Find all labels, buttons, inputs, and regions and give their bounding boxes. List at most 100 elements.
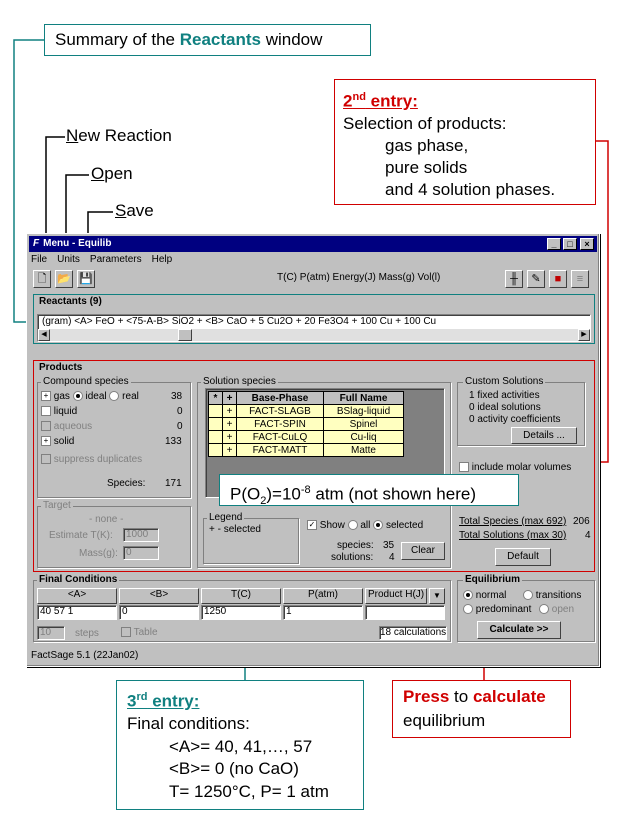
third-entry-line-1: <A>= 40, 41,…, 57 (169, 736, 313, 756)
menu-bar: File Units Parameters Help (31, 254, 182, 268)
new-reaction-icon[interactable]: 🗋 (33, 270, 51, 288)
third-entry-line-3: T= 1250°C, P= 1 atm (169, 781, 329, 801)
reactants-text: (gram) <A> FeO + <75-A-B> SiO2 + <B> CaO… (42, 316, 437, 327)
default-button[interactable]: Default (495, 548, 551, 566)
normal-radio[interactable] (463, 590, 473, 601)
maximize-icon[interactable]: □ (563, 238, 577, 250)
press-line2: equilibrium (403, 711, 486, 730)
save-icon[interactable]: 💾 (77, 270, 95, 288)
menu-units[interactable]: Units (57, 254, 80, 265)
open-icon[interactable]: 📂 (55, 270, 73, 288)
total-species-label: Total Species (max 692) (459, 516, 567, 527)
estimate-input: 1000 (123, 528, 159, 542)
legend-label: Legend (207, 512, 245, 523)
species-count: 171 (165, 478, 182, 489)
save-underline: S (115, 201, 127, 220)
col-product-h[interactable]: Product H(J) (365, 588, 427, 604)
reactants-group (33, 294, 595, 344)
products-label: Products (37, 362, 85, 373)
summary-highlight: Reactants (179, 30, 261, 49)
app-icon: F (33, 238, 40, 249)
solution-solutions-label: solutions: (331, 552, 374, 563)
edit-icon[interactable]: ✎ (527, 270, 545, 288)
show-selected-radio[interactable] (373, 520, 384, 531)
press-calculate-word: calculate (472, 687, 546, 706)
second-entry-line-3: and 4 solution phases. (385, 179, 556, 199)
menu-file[interactable]: File (31, 254, 48, 265)
b-input[interactable]: 0 (119, 605, 199, 620)
col-p: P(atm) (283, 588, 363, 604)
custom-line-0: 1 fixed activities (469, 390, 540, 401)
predominant-radio[interactable] (463, 604, 473, 615)
transitions-radio[interactable] (523, 590, 533, 601)
liquid-checkbox[interactable] (41, 406, 51, 417)
total-solutions-value: 4 (585, 530, 591, 541)
ideal-radio[interactable] (72, 391, 83, 402)
save-rest: ave (126, 201, 154, 220)
aqueous-count: 0 (177, 421, 183, 432)
menu-help[interactable]: Help (151, 254, 173, 265)
show-all-radio[interactable] (347, 520, 358, 531)
open-radio (539, 604, 549, 615)
tools-icon[interactable]: ╫ (505, 270, 523, 288)
second-entry-line-1: gas phase, (385, 135, 469, 155)
details-button[interactable]: Details ... (511, 427, 577, 444)
solid-checkbox[interactable]: + (41, 436, 51, 447)
solid-count: 133 (165, 436, 182, 447)
solid-row: + solid (41, 436, 74, 447)
liquid-row: liquid (41, 406, 77, 417)
custom-line-1: 0 ideal solutions (469, 402, 541, 413)
steps-input: 10 (37, 626, 65, 640)
clear-button[interactable]: Clear (401, 542, 445, 560)
scroll-thumb[interactable] (178, 329, 192, 341)
transitions-option: transitions (523, 590, 581, 601)
estimate-label: Estimate T(K): (49, 530, 113, 541)
third-entry-line-0: Final conditions: (127, 714, 250, 734)
table-row-option: Table (121, 627, 158, 638)
a-input[interactable]: 40 57 1 (37, 605, 117, 620)
reactants-display[interactable]: (gram) <A> FeO + <75-A-B> SiO2 + <B> CaO… (37, 314, 591, 342)
mass-input: 0 (123, 546, 159, 560)
total-species-value: 206 (573, 516, 590, 527)
real-radio[interactable] (109, 391, 120, 402)
second-entry-callout: 2nd entry: Selection of products: gas ph… (334, 79, 596, 205)
minimize-icon[interactable]: _ (547, 238, 561, 250)
scroll-left-icon[interactable]: ◀ (38, 329, 50, 341)
col-plus: + (222, 391, 237, 405)
close-icon[interactable]: × (580, 238, 594, 250)
col-full-name: Full Name (323, 391, 404, 405)
compound-label: Compound species (41, 376, 131, 387)
col-star: * (208, 391, 223, 405)
summary-prefix: Summary of the (55, 30, 180, 49)
show-checkbox[interactable]: ✓ (307, 520, 317, 531)
press-word: Press (403, 687, 450, 706)
menu-parameters[interactable]: Parameters (89, 254, 142, 265)
calculate-button[interactable]: Calculate >> (477, 621, 561, 639)
new-reaction-rest: ew Reaction (78, 126, 172, 145)
t-input[interactable]: 1250 (201, 605, 281, 620)
third-entry-line-2: <B>= 0 (no CaO) (169, 759, 299, 779)
calculations-count: 18 calculations (379, 626, 447, 640)
dropdown-icon[interactable]: ▼ (429, 588, 445, 604)
window-title: Menu - Equilib (43, 238, 112, 249)
mass-label: Mass(g): (79, 548, 118, 559)
normal-option: normal (463, 590, 506, 601)
press-callout: Press to calculate equilibrium (392, 680, 571, 738)
col-b: <B> (119, 588, 199, 604)
gas-checkbox[interactable]: + (41, 391, 51, 402)
third-entry-title: 3rd entry: (127, 691, 200, 711)
p-input[interactable]: 1 (283, 605, 363, 620)
second-entry-title: 2nd entry: (343, 91, 418, 111)
product-h-input[interactable] (365, 605, 445, 620)
molar-checkbox[interactable] (459, 462, 469, 473)
open-underline: O (91, 164, 105, 183)
scroll-right-icon[interactable]: ▶ (578, 329, 590, 341)
save-label: Save (115, 201, 154, 221)
target-label: Target (41, 500, 73, 511)
reactants-scrollbar[interactable]: ◀ ▶ (38, 329, 590, 341)
book-icon[interactable]: ■ (549, 270, 567, 288)
